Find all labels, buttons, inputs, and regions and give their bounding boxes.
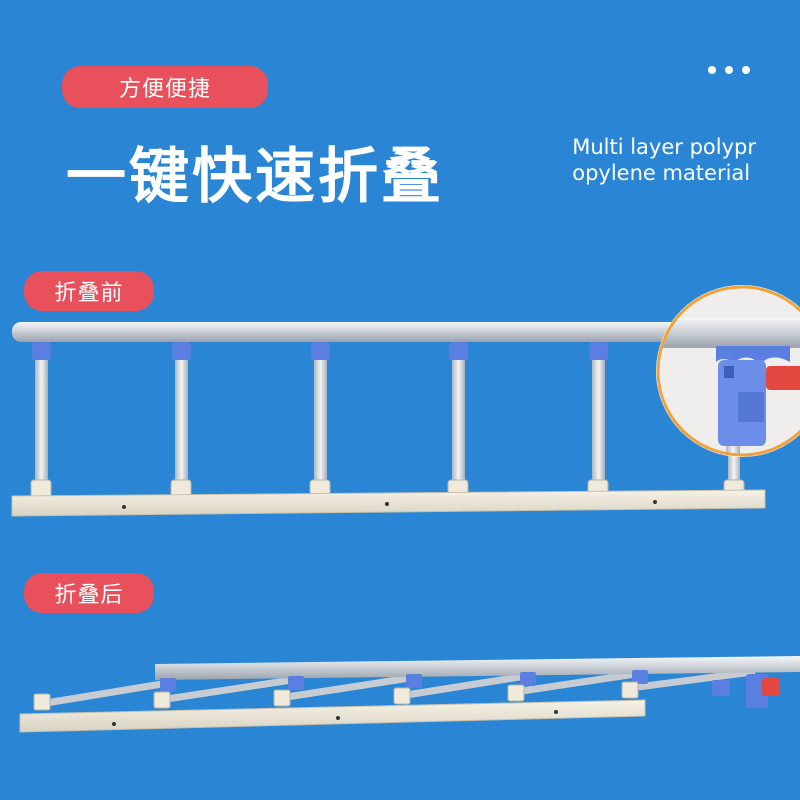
bracket: [449, 342, 468, 360]
material-description: Multi layer polypr opylene material: [572, 134, 756, 186]
folded-base-bar: [19, 699, 646, 733]
folded-rail: [19, 656, 800, 733]
bracket: [589, 342, 608, 360]
lock-handle: [762, 678, 780, 696]
post: [175, 352, 188, 490]
folded-posts: [36, 668, 756, 708]
blue-brackets: [32, 342, 608, 360]
before-fold-label: 折叠前: [54, 281, 124, 306]
folded-hinges: [33, 681, 639, 711]
post: [314, 352, 327, 490]
after-fold-badge: 折叠后: [24, 573, 154, 613]
dot: [725, 66, 733, 74]
convenience-badge: 方便便捷: [62, 66, 268, 108]
dot: [708, 66, 716, 74]
latch-zoom-icon: [656, 285, 800, 457]
dot: [742, 66, 750, 74]
bracket: [311, 342, 330, 360]
unfolded-rail: [11, 322, 766, 517]
more-dots-icon[interactable]: [708, 66, 750, 74]
after-fold-label: 折叠后: [54, 583, 124, 608]
rail-posts: [35, 352, 740, 490]
before-fold-badge: 折叠前: [24, 271, 154, 311]
headline: 一键快速折叠: [66, 142, 444, 212]
convenience-badge-label: 方便便捷: [118, 77, 211, 102]
post: [592, 352, 605, 490]
material-line-2: opylene material: [572, 161, 751, 185]
material-line-1: Multi layer polypr: [572, 135, 756, 159]
post: [35, 352, 48, 490]
post: [452, 352, 465, 490]
bracket: [172, 342, 191, 360]
bracket: [32, 342, 51, 360]
top-tube: [12, 322, 752, 342]
